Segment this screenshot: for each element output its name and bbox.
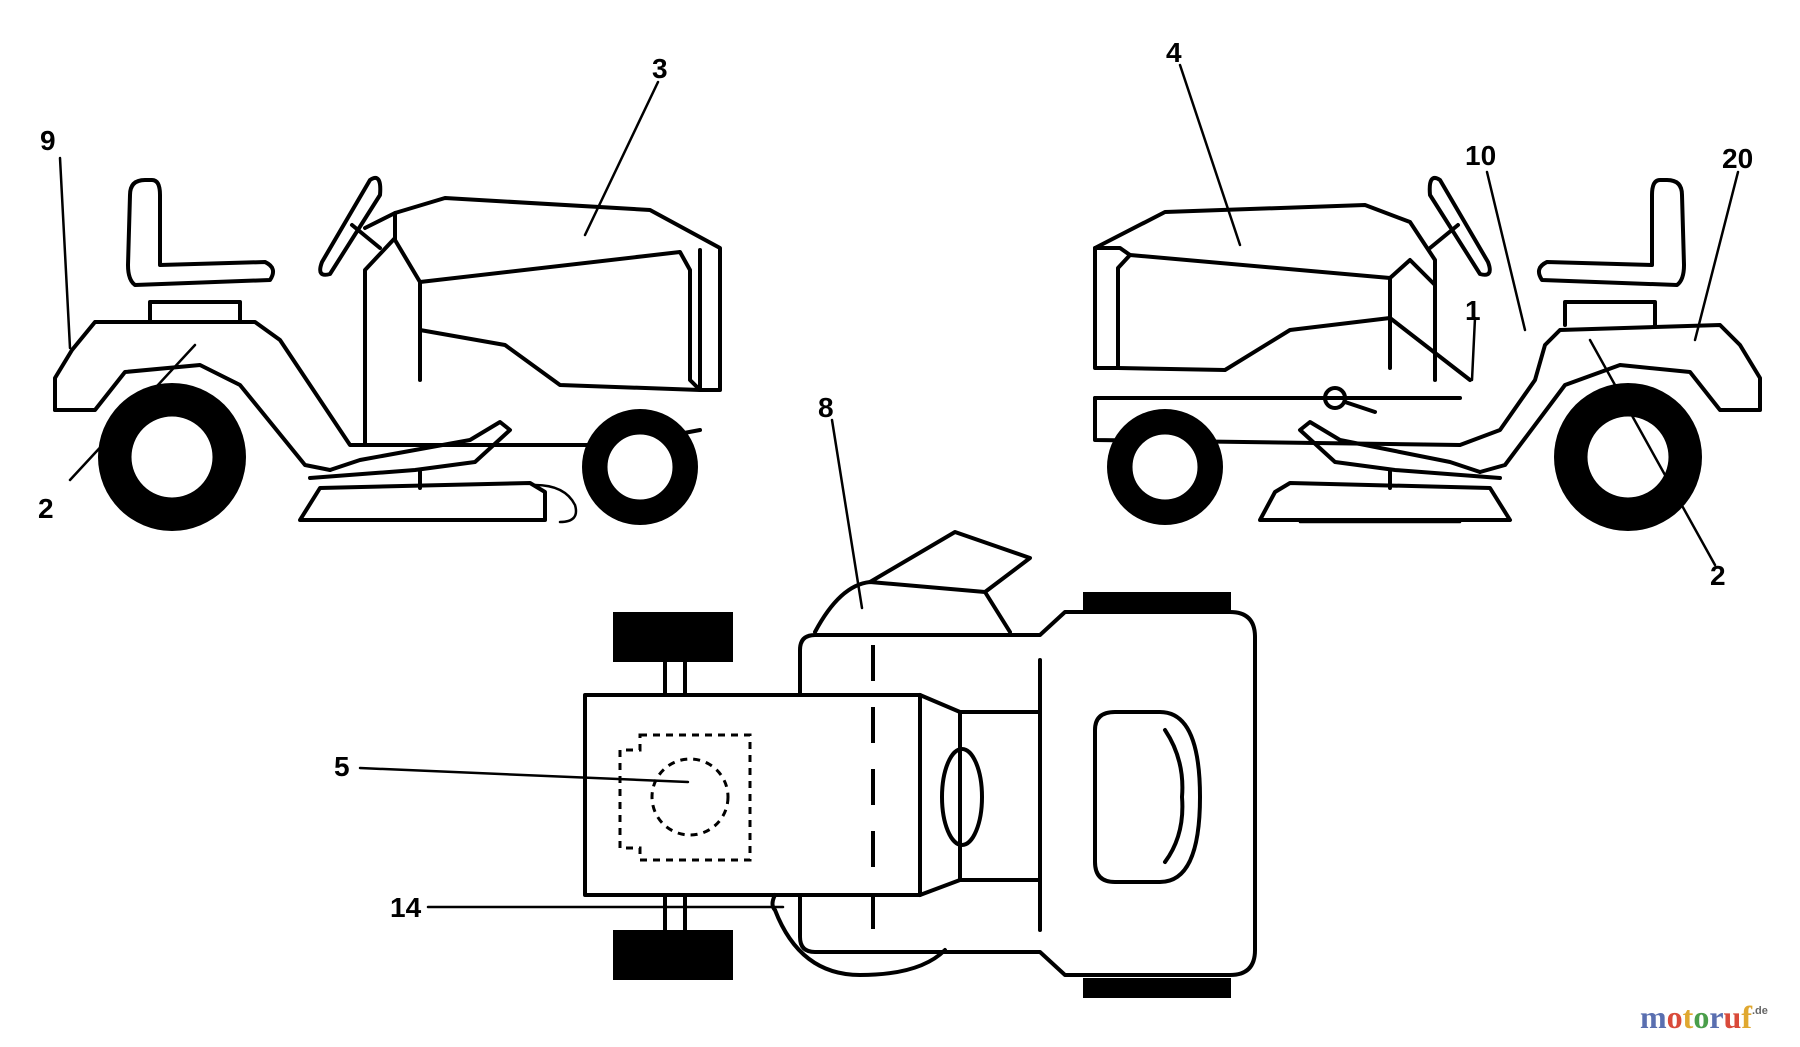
watermark-letter: u	[1724, 999, 1742, 1035]
svg-text:motoruf.de: motoruf.de	[1640, 999, 1768, 1035]
leader-lines	[58, 63, 1740, 909]
watermark-letter: t	[1683, 999, 1694, 1035]
callout-2-right: 2	[1710, 560, 1726, 591]
callout-9: 9	[40, 125, 56, 156]
callout-14: 14	[390, 892, 422, 923]
tractor-right-side-view	[1093, 175, 1762, 531]
watermark-letter: o	[1693, 999, 1709, 1035]
callout-8: 8	[818, 392, 834, 423]
callout-1: 1	[1465, 295, 1481, 326]
watermark-letter: f	[1741, 999, 1752, 1035]
watermark-suffix: .de	[1752, 1005, 1768, 1017]
tractor-top-view	[583, 530, 1257, 998]
watermark-text: motoruf	[1640, 999, 1752, 1035]
watermark-letter: r	[1709, 999, 1723, 1035]
callout-3: 3	[652, 53, 668, 84]
callout-20: 20	[1722, 143, 1753, 174]
watermark-letter: o	[1667, 999, 1683, 1035]
watermark-logo: motoruf.de	[1640, 999, 1768, 1035]
callout-labels: 3 4 9 2 10 1 20 2 8 5 14	[38, 37, 1753, 923]
watermark-letter: m	[1640, 999, 1667, 1035]
tractor-left-side-view	[53, 175, 722, 531]
callout-5: 5	[334, 751, 350, 782]
callout-4: 4	[1166, 37, 1182, 68]
callout-10: 10	[1465, 140, 1496, 171]
callout-2-left: 2	[38, 493, 54, 524]
